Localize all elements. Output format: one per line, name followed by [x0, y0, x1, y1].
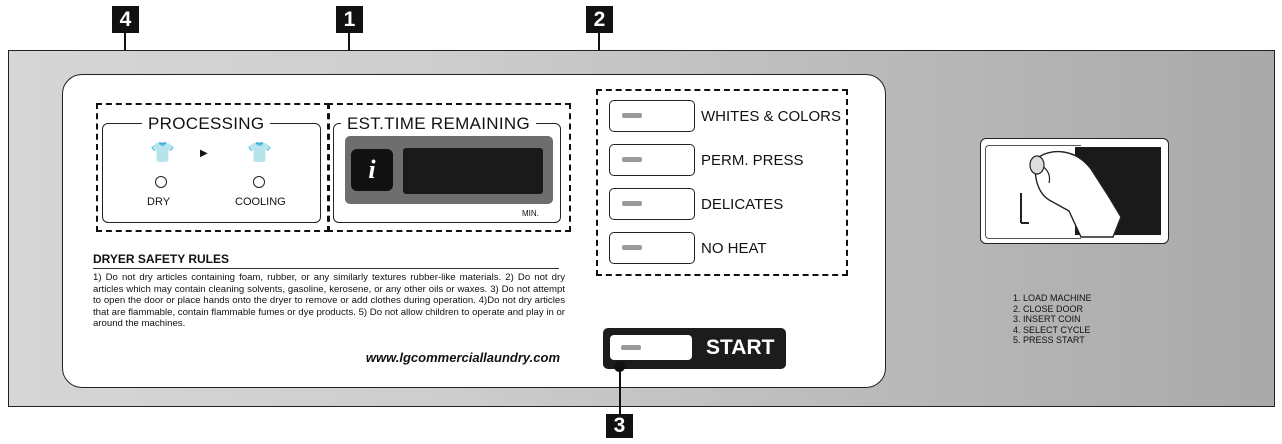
operating-instructions: 1. LOAD MACHINE 2. CLOSE DOOR 3. INSERT … — [1013, 293, 1092, 346]
instruction-step: 3. INSERT COIN — [1013, 314, 1092, 325]
time-screen — [403, 148, 543, 194]
leader-line-3 — [619, 367, 621, 417]
callout-1: 1 — [336, 6, 363, 33]
whites-colors-indicator — [622, 113, 642, 118]
whites-colors-button[interactable] — [609, 100, 695, 132]
no-heat-label: NO HEAT — [701, 240, 767, 257]
no-heat-button[interactable] — [609, 232, 695, 264]
dry-shirt-icon: 👕 — [150, 140, 175, 165]
safety-rules-text: 1) Do not dry articles containing foam, … — [93, 272, 565, 330]
processing-frame — [102, 123, 321, 223]
perm-press-indicator — [622, 157, 642, 162]
start-button-face — [610, 335, 692, 360]
delicates-button[interactable] — [609, 188, 695, 220]
instruction-step: 5. PRESS START — [1013, 335, 1092, 346]
cooling-label: COOLING — [235, 196, 286, 208]
no-heat-indicator — [622, 245, 642, 250]
delicates-label: DELICATES — [701, 196, 783, 213]
processing-title: PROCESSING — [142, 114, 270, 134]
callout-2: 2 — [586, 6, 613, 33]
delicates-indicator — [622, 201, 642, 206]
whites-colors-label: WHITES & COLORS — [701, 108, 841, 125]
start-button[interactable]: START — [603, 328, 786, 369]
instruction-step: 2. CLOSE DOOR — [1013, 304, 1092, 315]
start-indicator — [621, 345, 641, 350]
start-label: START — [706, 336, 774, 360]
safety-rules-title: DRYER SAFETY RULES — [93, 252, 229, 266]
arrow-right-icon: ▶ — [200, 148, 208, 159]
minutes-unit-label: MIN. — [522, 209, 539, 218]
website-link[interactable]: www.lgcommerciallaundry.com — [340, 350, 560, 365]
hand-inserting-coin-icon — [981, 139, 1168, 243]
instruction-step: 1. LOAD MACHINE — [1013, 293, 1092, 304]
callout-4: 4 — [112, 6, 139, 33]
dry-indicator-led — [155, 176, 167, 188]
dry-label: DRY — [147, 196, 170, 208]
callout-3: 3 — [606, 414, 633, 438]
cooling-indicator-led — [253, 176, 265, 188]
info-icon: i — [351, 149, 393, 191]
perm-press-label: PERM. PRESS — [701, 152, 804, 169]
coin-slot-illustration — [980, 138, 1169, 244]
cooling-shirt-icon: 👕 — [247, 140, 272, 165]
perm-press-button[interactable] — [609, 144, 695, 176]
timer-title: EST.TIME REMAINING — [341, 114, 536, 134]
instruction-step: 4. SELECT CYCLE — [1013, 325, 1092, 336]
safety-rules-divider — [93, 268, 559, 269]
